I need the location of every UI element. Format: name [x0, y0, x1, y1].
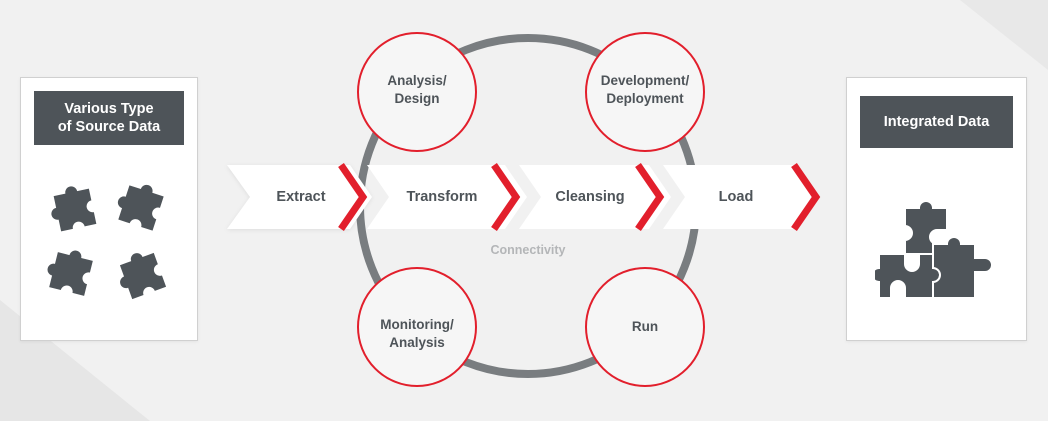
- integrated-data-title: Integrated Data: [860, 96, 1013, 148]
- source-data-title: Various Type of Source Data: [34, 91, 184, 145]
- step-load-label: Load: [718, 189, 754, 205]
- integrated-data-panel: Integrated Data: [846, 77, 1027, 341]
- process-chevrons: [227, 163, 821, 231]
- stage-development-deployment-label: Development/ Deployment: [600, 73, 690, 106]
- chevron-transform: [367, 165, 527, 229]
- connectivity-label: Connectivity: [490, 243, 566, 257]
- red-chevron-cleansing: [635, 163, 665, 231]
- stage-analysis-design-label: Analysis/ Design: [387, 73, 447, 106]
- connected-puzzle-icon: [875, 200, 993, 299]
- stage-run-label: Run: [631, 319, 659, 334]
- source-data-panel: Various Type of Source Data: [20, 77, 198, 341]
- lifecycle-circle-analysis-design: [357, 32, 477, 152]
- lifecycle-circle-run: [585, 267, 705, 387]
- step-extract-label: Extract: [276, 189, 326, 205]
- lifecycle-circle-development-deployment: [585, 32, 705, 152]
- chevron-load: [663, 165, 817, 229]
- red-chevron-transform: [491, 163, 521, 231]
- red-chevron-extract: [338, 163, 368, 231]
- chevron-extract: [227, 165, 372, 229]
- step-cleansing-label: Cleansing: [555, 189, 625, 205]
- step-transform-label: Transform: [406, 189, 478, 205]
- stage-monitoring-analysis-label: Monitoring/ Analysis: [380, 317, 454, 350]
- lifecycle-circle-monitoring-analysis: [357, 267, 477, 387]
- chevron-cleansing: [519, 165, 671, 229]
- red-chevron-load: [791, 163, 821, 231]
